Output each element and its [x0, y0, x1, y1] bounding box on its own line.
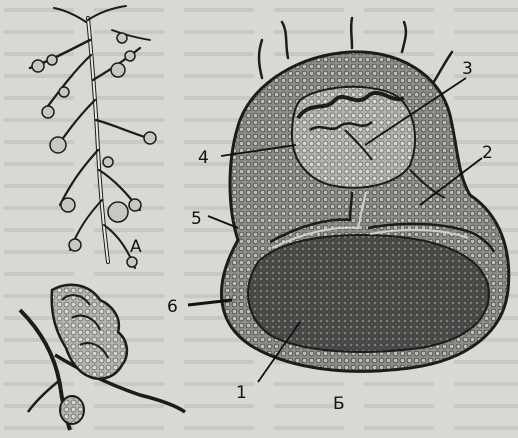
callout-6: 6 [167, 297, 178, 317]
panel-label-a: А [130, 237, 142, 257]
panel-label-b: Б [333, 394, 345, 414]
callout-4: 4 [198, 148, 209, 168]
callout-2: 2 [482, 143, 493, 163]
callout-1: 1 [236, 383, 247, 403]
callout-5: 5 [191, 209, 202, 229]
callout-3: 3 [462, 59, 473, 79]
